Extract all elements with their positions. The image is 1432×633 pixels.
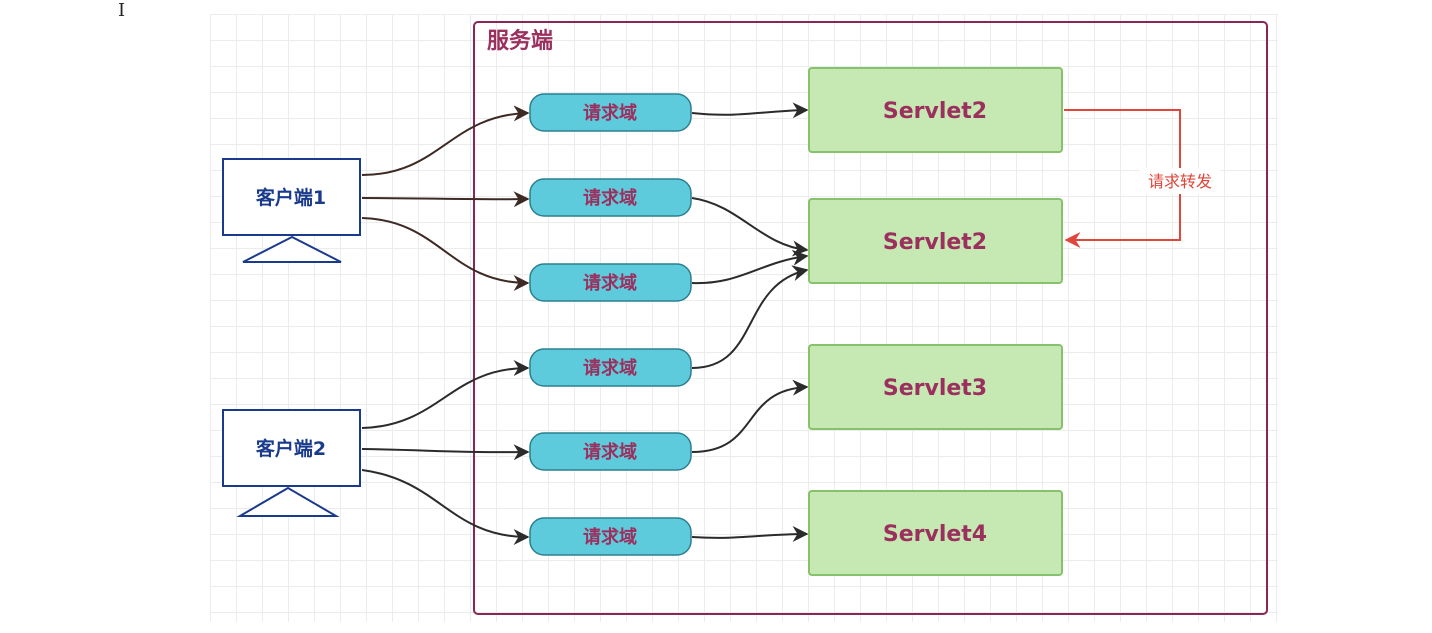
edge-scope6-servlet4 — [691, 526, 809, 543]
request-scope-pill — [529, 263, 692, 302]
edge-scope1-servlet1 — [691, 102, 809, 119]
servlet-box-3[interactable]: Servlet3 — [808, 344, 1063, 430]
servlet-box-4[interactable]: Servlet4 — [808, 490, 1063, 576]
request-scope-5[interactable]: 请求域 — [529, 432, 692, 471]
servlet-box-2[interactable]: Servlet2 — [808, 198, 1063, 284]
edge-client2-scope6 — [361, 469, 530, 545]
servlet-rect — [808, 490, 1063, 576]
client-label: 客户端2 — [256, 437, 326, 460]
monitor-stand-icon — [236, 486, 340, 517]
request-scope-label: 请求域 — [583, 272, 637, 294]
edge-scope5-servlet3 — [691, 379, 809, 453]
edge-client1-scope2 — [361, 191, 530, 208]
servlet-label: Servlet4 — [883, 522, 987, 547]
request-scope-label: 请求域 — [583, 357, 637, 379]
servlet-label: Servlet2 — [883, 230, 987, 255]
client-2[interactable]: 客户端2 — [222, 409, 361, 517]
servlet-box-1[interactable]: Servlet2 — [808, 67, 1063, 153]
servlet-label: Servlet3 — [883, 376, 987, 401]
request-scope-label: 请求域 — [583, 441, 637, 463]
grid-canvas — [210, 14, 1278, 622]
client-label: 客户端1 — [256, 186, 326, 209]
forward-label-bg — [1140, 168, 1220, 194]
request-scope-label: 请求域 — [583, 187, 637, 209]
edge-client1-scope3 — [361, 217, 530, 291]
edge-client2-scope4 — [361, 360, 530, 429]
servlet-label: Servlet2 — [883, 99, 987, 124]
servlet-rect — [808, 67, 1063, 153]
server-border — [473, 21, 1268, 615]
request-scope-pill — [529, 93, 692, 132]
text-cursor-icon: I — [118, 0, 126, 21]
request-scope-6[interactable]: 请求域 — [529, 517, 692, 556]
client-1[interactable]: 客户端1 — [222, 158, 361, 263]
client-monitor-icon — [222, 158, 361, 236]
client-monitor-icon — [222, 409, 361, 487]
request-scope-pill — [529, 432, 692, 471]
servlet-rect — [808, 198, 1063, 284]
edge-scope4-servlet2 — [691, 265, 809, 369]
server-title: 服务端 — [487, 29, 553, 54]
monitor-stand-icon — [242, 235, 342, 263]
server-container: 服务端 — [473, 21, 1268, 615]
request-scope-4[interactable]: 请求域 — [529, 348, 692, 387]
request-scope-pill — [529, 348, 692, 387]
request-scope-2[interactable]: 请求域 — [529, 178, 692, 217]
edge-scope3-servlet2 — [691, 249, 809, 285]
servlet-rect — [808, 344, 1063, 430]
request-scope-pill — [529, 178, 692, 217]
edge-scope2-servlet2 — [691, 197, 809, 257]
edge-client2-scope5 — [361, 444, 530, 461]
request-scope-1[interactable]: 请求域 — [529, 93, 692, 132]
request-scope-label: 请求域 — [583, 526, 637, 548]
forward-label: 请求转发 — [1148, 172, 1212, 191]
request-scope-3[interactable]: 请求域 — [529, 263, 692, 302]
edge-client1-scope1 — [361, 105, 530, 176]
request-scope-pill — [529, 517, 692, 556]
request-scope-label: 请求域 — [583, 102, 637, 124]
request-forward: 请求转发 — [1064, 109, 1220, 248]
